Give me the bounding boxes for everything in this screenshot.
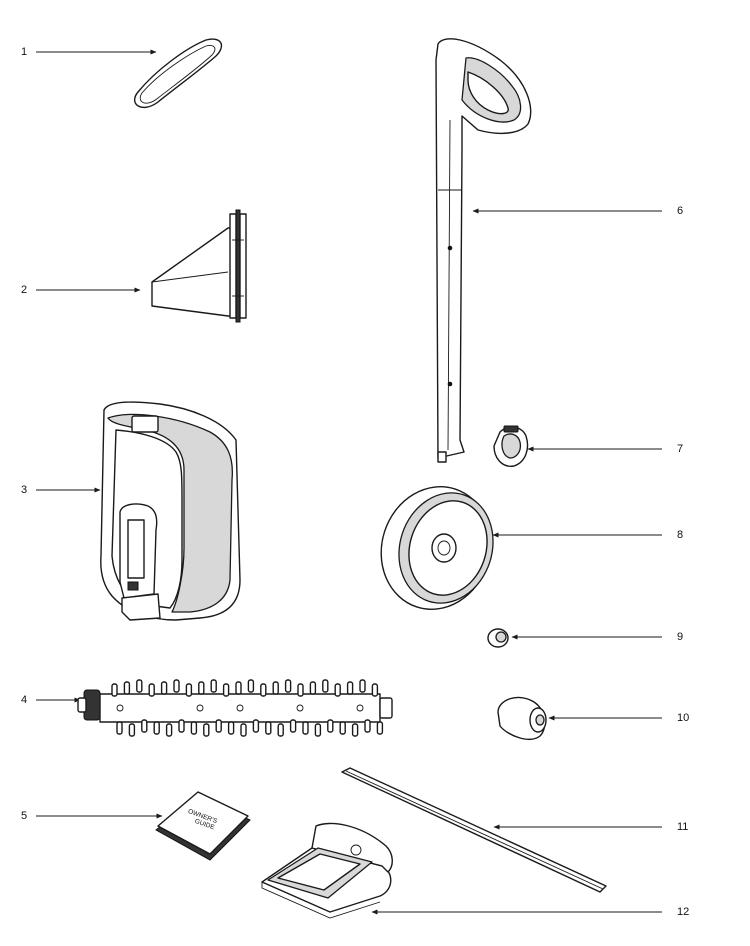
part-number-11: 11 [677,821,689,833]
part-number-3: 3 [20,484,28,496]
part-1-belt [133,38,223,108]
part-8-wheel [380,486,494,610]
part-10-end-cap [497,696,547,740]
part-9-bushing [487,628,509,648]
leader-lines [36,49,662,915]
part-number-7: 7 [677,443,684,455]
part-number-2: 2 [20,284,28,296]
part-number-6: 6 [677,205,684,217]
part-5-owners-guide: OWNER'S GUIDE [155,791,251,861]
part-number-5: 5 [20,810,28,822]
part-11-rod [341,767,607,893]
part-number-1: 1 [20,46,28,58]
part-6-handle [435,38,532,463]
part-number-8: 8 [677,529,684,541]
part-number-9: 9 [677,631,684,643]
part-3-dirt-cup [100,401,241,621]
part-number-10: 10 [677,712,690,724]
part-number-4: 4 [20,694,28,706]
part-4-brushroll [77,679,393,737]
part-7-clip [493,425,529,467]
part-number-12: 12 [677,906,690,918]
part-12-nozzle [261,822,393,919]
part-2-crevice-tool [151,209,247,323]
